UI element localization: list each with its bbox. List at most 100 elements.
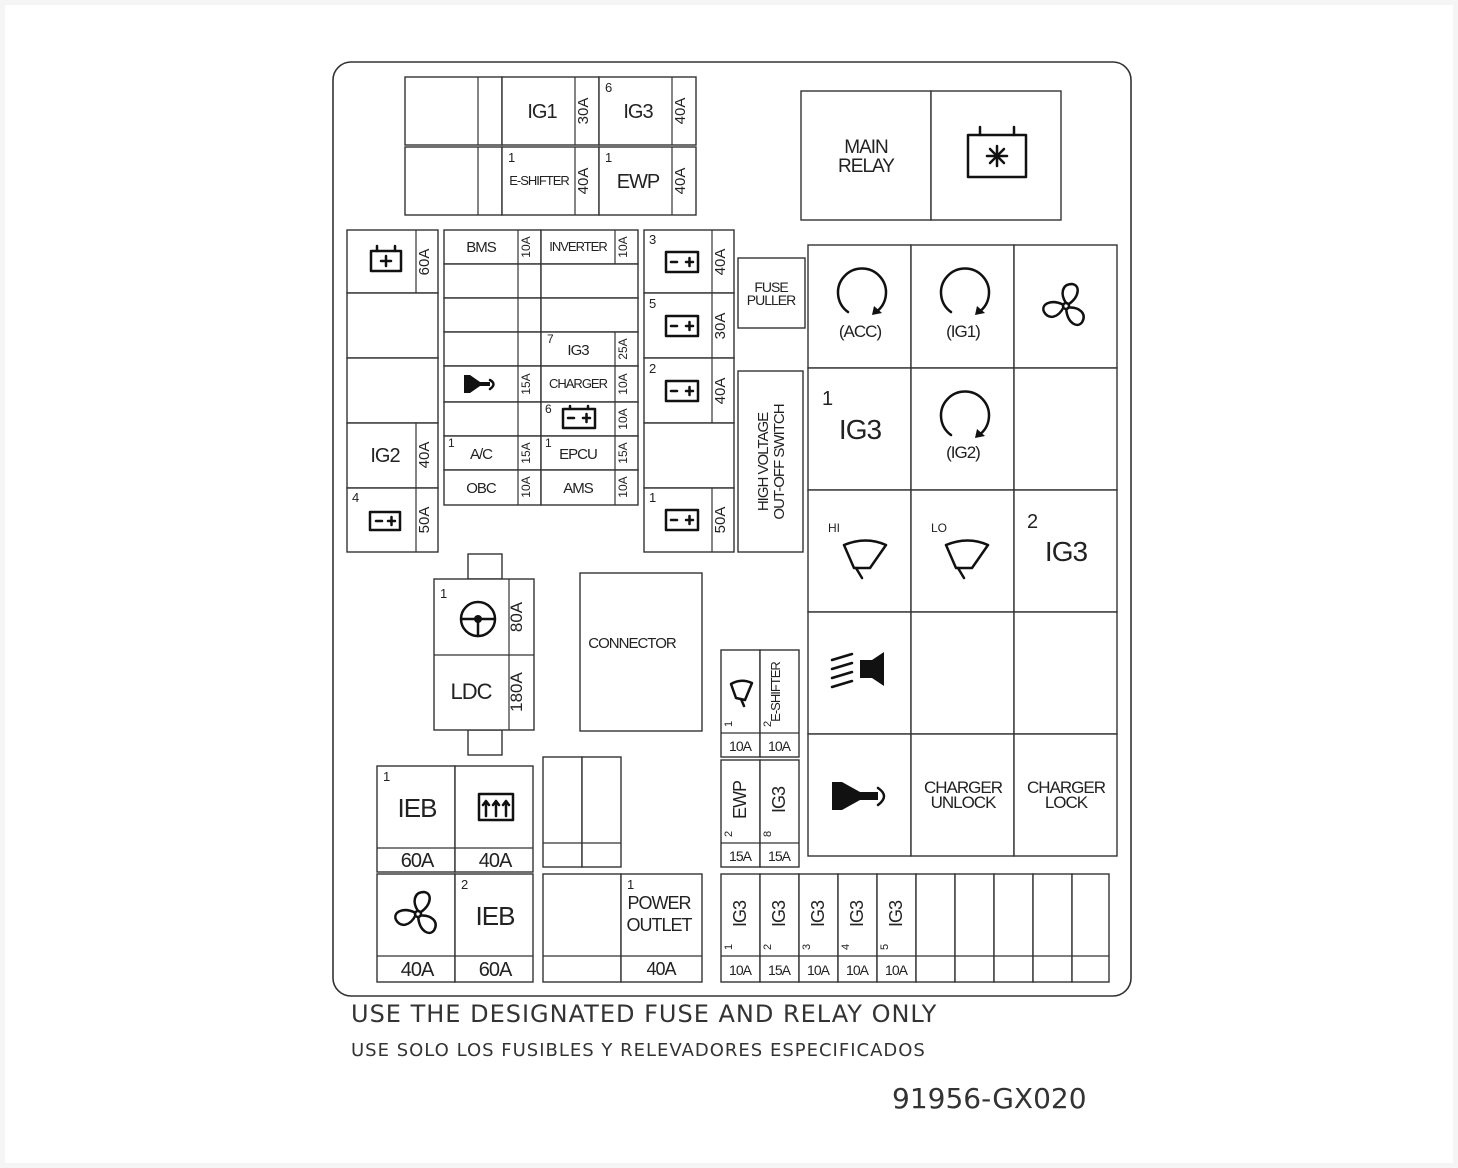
relay-coil-icon [836,267,888,315]
fuse-rating: 40A [575,168,592,195]
relay-grid: (ACC) (IG1) 1 IG3 (IG2) HI LO [807,244,1118,857]
fuse-epcu-label: EPCU [559,446,597,463]
ldc-label: LDC [450,679,492,704]
fuse-number: 1 [723,721,735,727]
fuse-rating: 15A [729,848,753,864]
fuse-ig3-label: IG3 [567,342,589,359]
relay-ig1-label: (IG1) [946,322,980,341]
fuse-number: 1 [605,150,612,165]
fuse-rating: 15A [616,442,630,463]
hv-switch-label-2: OUT-OFF SWITCH [771,404,788,519]
wiper-icon [729,679,754,708]
footer-note-spanish: USE SOLO LOS FUSIBLES Y RELEVADORES ESPE… [351,1040,926,1061]
horn-icon [832,782,886,810]
fuse-rating: 60A [416,249,433,276]
relay-lo-label: LO [931,521,947,535]
fuse-number: 3 [801,944,813,950]
fuse-puller-label-2: PULLER [747,292,796,308]
fan-icon [1042,282,1085,327]
bottom-left-fuse-block: 1 IEB 60A 40A 40A 2 IEB 60A [376,765,534,983]
spare-fuse-slots [542,756,622,983]
fuse-rating: 60A [479,959,513,981]
fuse-rating: 60A [401,850,435,872]
fuse-number: 4 [840,944,852,950]
fuse-number: 2 [762,721,774,727]
fan-icon [394,890,437,935]
fuse-rating: 50A [712,507,729,534]
fuse-number: 2 [723,831,735,837]
fuse-number: 1 [545,436,552,450]
fuse-rating: 10A [768,738,792,754]
fuse-number: 1 [440,586,447,601]
power-outlet-label-1: POWER [627,893,691,913]
headlamp-icon [830,652,884,689]
fuse-ieb-label: IEB [476,901,515,931]
top-fuse-block: IG1 30A 6 IG3 40A 1 E-SHIFTER 40A 1 EWP … [404,76,697,216]
connector-label: CONNECTOR [588,635,677,652]
relay-number: 1 [822,388,833,410]
fuse-rating: 40A [401,959,435,981]
fuse-rating: 15A [768,848,792,864]
fuse-rating: 25A [616,338,630,359]
fuse-rating: 80A [507,601,526,632]
fuse-rating: 30A [712,313,729,340]
fuse-number: 1 [723,944,735,950]
fuse-rating: 10A [846,962,870,978]
fuse-rating: 10A [519,236,533,257]
cooling-fan-battery-icon [369,244,403,273]
fuse-number: 5 [649,296,656,311]
fuse-number: 7 [547,332,554,346]
fuse-rating: 10A [616,373,630,394]
fuse-e-shifter-label: E-SHIFTER [509,173,569,188]
fuse-rating: 15A [519,373,533,394]
left-fuse-column: 60A IG2 40A 4 50A [346,229,439,553]
battery-icon [664,250,700,274]
fuse-number: 6 [605,80,612,95]
relay-coil-icon [939,267,991,315]
mini-fuse-grid: BMS 10A 15A 1 A/C 15A OBC 10A INVERTER 1… [443,229,639,506]
wiper-icon [842,539,888,580]
fuse-ac-label: A/C [470,446,493,463]
fuse-number: 8 [762,831,774,837]
fuse-ig3-label: IG3 [623,101,653,123]
small-fuse-pair-lower: EWP 2 IG3 8 15A 15A [720,759,800,868]
relay-charger-lock-label-1: CHARGER [1027,778,1106,797]
relay-ig3-label: IG3 [1045,536,1088,567]
small-fuse-pair-upper: 1 E-SHIFTER 2 10A 10A [720,649,800,758]
fuse-rating: 40A [712,249,729,276]
fuse-ewp-label: EWP [617,171,660,193]
fuse-number: 6 [545,402,552,416]
fuse-rating: 15A [519,442,533,463]
connector-slot [579,572,703,732]
battery-fuse-column: 3 40A 5 30A 2 40A 1 [643,229,735,553]
fuse-rating: 10A [616,408,630,429]
battery-icon [561,404,597,430]
fuse-rating: 40A [672,168,689,195]
fuse-ig3-label: IG3 [769,786,789,813]
fuse-number: 2 [762,944,774,950]
relay-acc-label: (ACC) [839,322,882,341]
fuse-e-shifter-label: E-SHIFTER [768,662,783,722]
fuse-rating: 180A [507,671,526,711]
fuse-rating: 10A [519,476,533,497]
fuse-obc-label: OBC [466,480,497,497]
fuse-ig3-label: IG3 [808,900,828,927]
fuse-ig3-label: IG3 [769,900,789,927]
fuse-number: 2 [649,361,656,376]
fuse-ig3-label: IG3 [730,900,750,927]
fuse-rating: 30A [575,98,592,125]
fuse-rating: 10A [616,476,630,497]
fuse-number: 1 [649,490,656,505]
main-relay-block: MAIN RELAY [800,90,1062,221]
fuse-ewp-label: EWP [730,780,750,819]
battery-icon [664,314,700,338]
fuse-ig2-label: IG2 [370,445,400,467]
hv-switch-slot [737,370,804,553]
fuse-bms-label: BMS [466,239,497,256]
rear-defrost-icon [477,792,515,822]
fuse-number: 4 [352,490,359,505]
steering-wheel-icon [459,600,497,638]
fuse-number: 1 [448,436,455,450]
fuse-rating: 10A [807,962,831,978]
